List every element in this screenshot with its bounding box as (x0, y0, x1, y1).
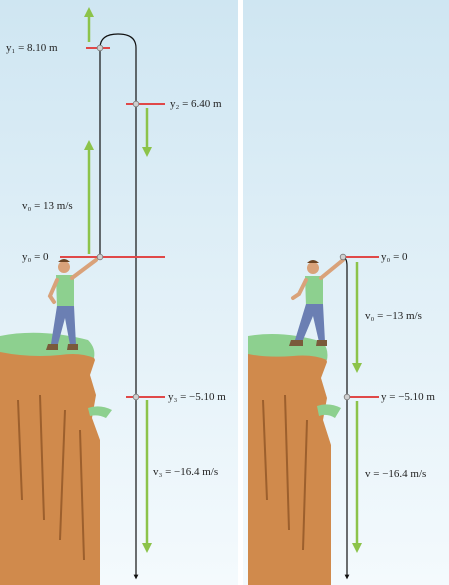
person-throwing-icon (289, 258, 345, 346)
ball-icon (132, 100, 140, 108)
v-label: v = −16.4 m/s (365, 468, 427, 480)
v0-label: v₀ = 13 m/s (22, 200, 73, 212)
ball-icon (96, 44, 104, 52)
ball-icon (96, 253, 104, 261)
v3-label: v₃ = −16.4 m/s (153, 466, 219, 478)
y0-label: y₀ = 0 (22, 251, 49, 263)
ball-icon (343, 393, 351, 401)
y0-label: y₀ = 0 (381, 251, 408, 263)
y-label: y = −5.10 m (381, 391, 435, 403)
panel-downward-throw: y₀ = 0 v₀ = −13 m/s y = −5.10 m v = −16.… (243, 0, 449, 585)
y2-label: y₂ = 6.40 m (170, 98, 222, 110)
panel-upward-throw: y₁ = 8.10 m y₂ = 6.40 m v₀ = 13 m/s y₀ =… (0, 0, 238, 585)
y3-label: y₃ = −5.10 m (168, 391, 226, 403)
person-throwing-icon (46, 258, 98, 350)
downward-throw-diagram (243, 0, 449, 585)
v0-label: v₀ = −13 m/s (365, 310, 422, 322)
trajectory-path (99, 33, 139, 580)
ball-icon (132, 393, 140, 401)
ball-icon (339, 253, 347, 261)
upward-throw-diagram (0, 0, 238, 585)
y1-label: y₁ = 8.10 m (6, 42, 58, 54)
cliff-icon (248, 334, 341, 585)
cliff-icon (0, 332, 112, 585)
